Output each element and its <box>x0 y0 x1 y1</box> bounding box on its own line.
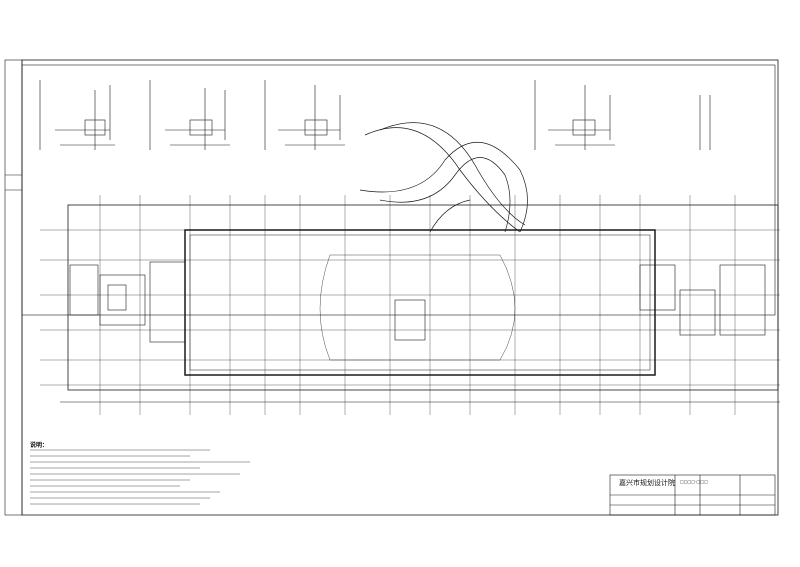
section-detail-3 <box>264 80 345 150</box>
section-detail-4 <box>534 80 615 150</box>
section-detail-1 <box>39 80 115 150</box>
binding-strip <box>4 59 23 516</box>
curved-ramp <box>359 122 528 233</box>
floor-plan <box>40 122 780 415</box>
right-core <box>394 264 766 341</box>
title-block-code: □□□□-□□□ <box>680 479 708 484</box>
notes-lines <box>30 449 250 505</box>
outer-frame <box>21 59 779 516</box>
driving-path <box>319 254 516 361</box>
left-core <box>69 261 186 343</box>
section-details <box>39 80 711 150</box>
title-block-company: 嘉兴市规划设计院 <box>619 479 675 487</box>
title-block <box>609 474 776 516</box>
notes-title: 说明： <box>30 442 49 449</box>
section-detail-2 <box>149 80 230 150</box>
drawing-frame <box>21 64 776 316</box>
